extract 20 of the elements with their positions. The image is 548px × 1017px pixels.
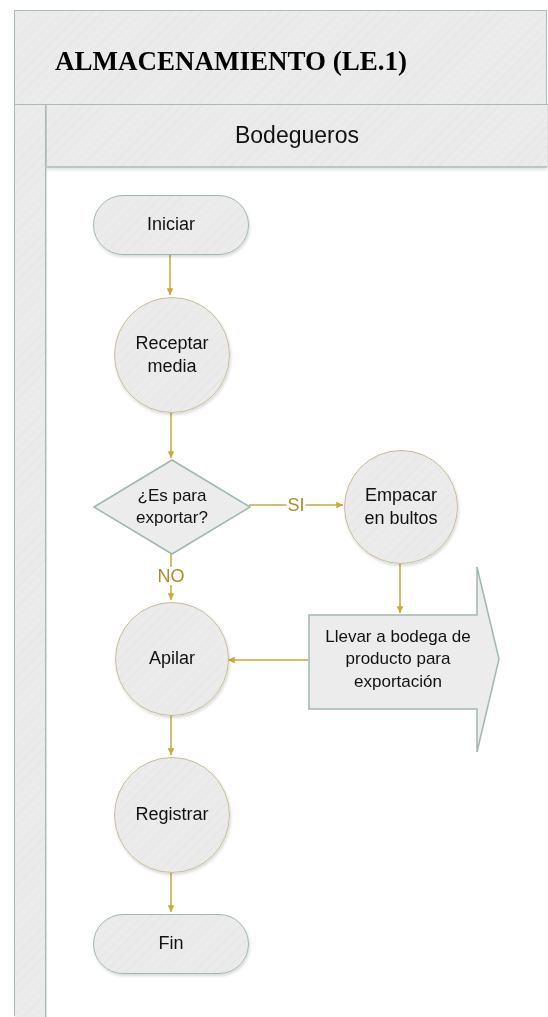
process-circle: Apilar — [115, 602, 229, 716]
process-circle: Empacar en bultos — [344, 450, 458, 564]
edge-label: SI — [286, 496, 306, 514]
edge-label: NO — [156, 567, 186, 585]
arrow — [166, 252, 174, 296]
lane-title: Bodegueros — [47, 105, 547, 168]
decision-diamond — [94, 460, 250, 554]
arrow — [167, 713, 175, 756]
terminator-box: Fin — [93, 914, 249, 974]
decision-text: ¿Es para exportar? — [135, 484, 209, 529]
process-circle: Receptar media — [114, 297, 230, 413]
terminator-box: Iniciar — [93, 195, 249, 255]
arrow — [396, 561, 404, 614]
arrow-shape — [309, 567, 499, 752]
arrow — [167, 870, 175, 913]
process-text: Llevar a bodega de producto para exportación — [324, 626, 472, 693]
arrow — [167, 410, 175, 459]
process-circle: Registrar — [114, 757, 230, 873]
pool-title: ALMACENAMIENTO (LE.1) — [55, 46, 407, 77]
arrow — [227, 656, 309, 664]
